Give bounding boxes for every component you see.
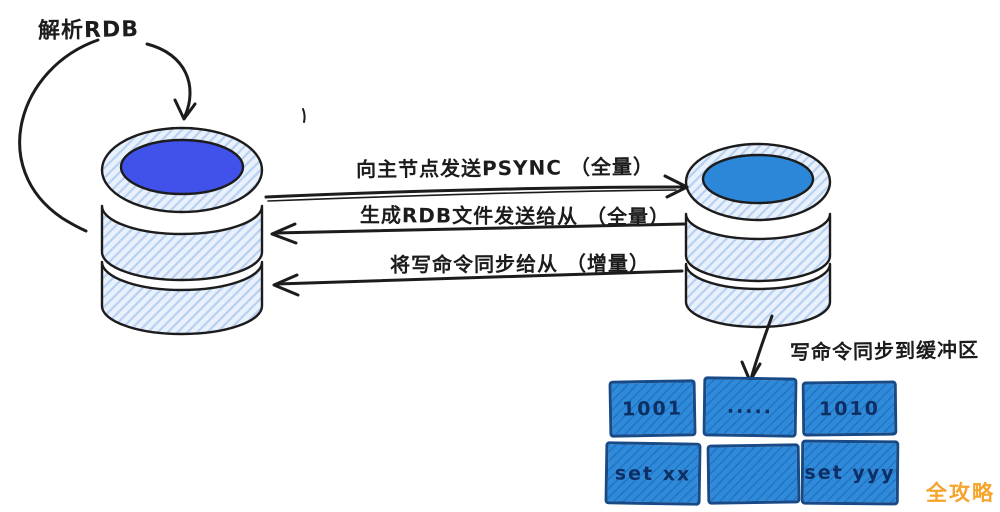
arrow-rdb-to-slave [270,222,686,245]
master-database-icon [684,142,832,329]
buffer-cell-1010: 1010 [801,380,898,437]
psync-arrow-label: 向主节点发送PSYNC （全量） [355,154,655,182]
arrow-write-sync [272,269,684,297]
arrow-psync [264,174,689,202]
rdb-send-arrow-label: 生成RDB文件发送给从 （全量） [359,202,671,230]
buffer-label: 写命令同步到缓冲区 [789,337,980,365]
pen-tick [302,108,306,123]
slave-database-icon [100,126,264,336]
parse-rdb-loop-arrow [18,38,197,233]
buffer-cell-ellipsis: ..... [702,376,798,438]
buffer-cell-1001: 1001 [608,379,697,438]
write-sync-arrow-label: 将写命令同步给从 （增量） [389,251,651,277]
watermark: 全攻略 [926,481,995,505]
parse-rdb-label: 解析RDB [37,17,140,44]
buffer-cell-set-yyy: set yyy [800,439,900,506]
buffer-cell-set-xx: set xx [604,441,702,506]
buffer-cell-empty [706,443,801,505]
